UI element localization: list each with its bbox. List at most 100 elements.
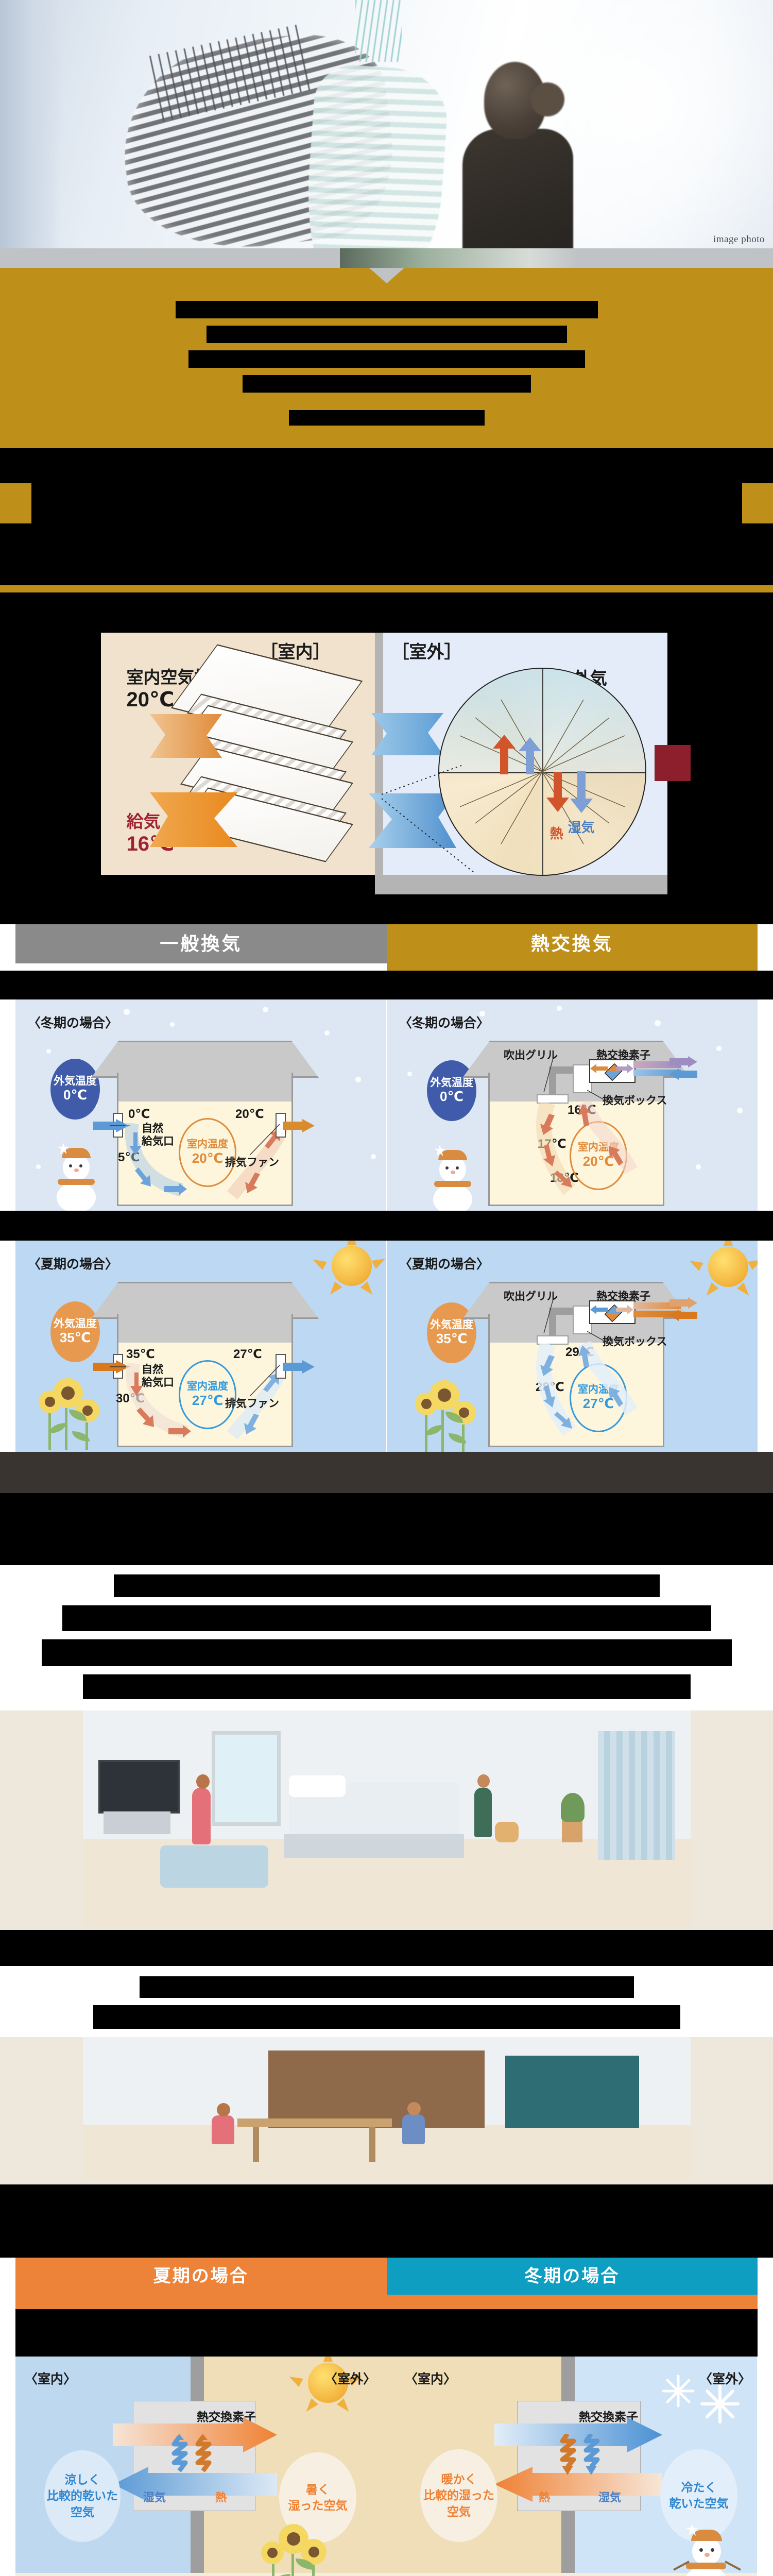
tab-heat-exchange-ventilation[interactable]: 熱交換気 [386, 924, 758, 971]
exchanger-magnifier: 熱 湿気 [438, 668, 646, 876]
summer-general-fan-caption: 排気ファン [225, 1398, 279, 1410]
winter-indoor-air-text: 暖かく比較的湿った空気 [423, 2472, 494, 2518]
winter-heatex-outlet-grill [537, 1094, 569, 1104]
summer-humidity-label: 湿気 [143, 2491, 166, 2504]
section-notch [369, 268, 404, 283]
season-tabs: 夏期の場合 冬期の場合 [15, 2258, 758, 2295]
hero-banner: image photo [0, 0, 773, 268]
heat-exchange-structure-diagram: ［室内］ ［室外］ 室内空気排出 20℃ 外気 0℃ 排気 4℃ 給気 16℃ [83, 606, 691, 894]
tab-summer-case[interactable]: 夏期の場合 [15, 2258, 387, 2295]
winter-general-intake-caption: 自然給気口 [142, 1123, 174, 1148]
summer-indoor-label: 〈室内〉 [25, 2372, 77, 2386]
winter-exchange-arrows [494, 2417, 662, 2502]
mid-copy-redacted-2 [113, 1574, 660, 1597]
magnifier-cell-lines [459, 699, 625, 844]
summer-general-room-temp: 室内温度 27℃ [179, 1360, 236, 1429]
winter-heatex-supply-flow [536, 1103, 576, 1195]
winter-heatex-panel: 〈冬期の場合〉 外気温度 0℃ 吹出グリル 熱交換素子 [387, 999, 758, 1211]
sun-icon [308, 2363, 348, 2403]
magnifier-redacted-tag [654, 745, 691, 781]
summer-general-house: 35℃ 自然給気口 30℃ 室内温度 27℃ [91, 1282, 319, 1447]
summer-heatex-room-temp: 室内温度 27℃ [570, 1363, 627, 1432]
hero-towel-tie [355, 0, 402, 62]
intro-body-redacted [0, 448, 773, 585]
summer-outdoor-label: 〈室外〉 [324, 2372, 376, 2386]
summer-general-intake-temp: 35℃ [126, 1347, 155, 1361]
summer-ground [15, 2573, 386, 2576]
winter-heatex-outdoor-arrows [669, 1056, 697, 1080]
summer-heatex-supply-flow [536, 1344, 576, 1436]
outdoor-label: ［室外］ [391, 642, 462, 662]
tab-general-ventilation[interactable]: 一般換気 [15, 924, 387, 963]
winter-heatex-element-arrows [590, 1064, 633, 1073]
winter-heatex-house: 吹出グリル 熱交換素子 換気ボックス [462, 1041, 697, 1206]
summer-heatex-house: 吹出グリル 熱交換素子 換気ボックス [462, 1282, 697, 1447]
summer-outdoor-air-bubble: 暑く湿った空気 [279, 2452, 356, 2543]
winter-general-panel: 〈冬期の場合〉 外気温度 0℃ 0℃ [15, 999, 386, 1211]
summer-heatex-grill-caption: 吹出グリル [504, 1291, 558, 1302]
tab-winter-case[interactable]: 冬期の場合 [386, 2258, 758, 2295]
snowman-icon [47, 1139, 104, 1211]
magnifier-heat-label: 熱 [549, 826, 563, 841]
supply-arrow [149, 792, 237, 847]
season-accent-bar [15, 2295, 758, 2309]
hero-left-gradient [0, 0, 62, 268]
winter-comparison-row: 〈冬期の場合〉 外気温度 0℃ 0℃ [15, 999, 758, 1211]
illustration-caption-redacted-2 [0, 2184, 773, 2218]
summer-general-outside-temp-badge: 外気温度 35℃ [50, 1301, 100, 1362]
hero-person-silhouette [453, 62, 587, 268]
summer-heatex-outdoor-arrows [669, 1297, 697, 1321]
mid-copy-redacted-3 [62, 1605, 711, 1631]
summer-exchange-arrows [113, 2417, 277, 2502]
summer-general-panel: 〈夏期の場合〉 外気温度 35℃ [15, 1241, 386, 1452]
winter-heat-label: 熱 [539, 2491, 551, 2504]
sunflower-icon [40, 1374, 112, 1451]
winter-humidity-label: 湿気 [598, 2491, 622, 2504]
summer-heatex-panel: 〈夏期の場合〉 外気温度 35℃ 吹出グ [387, 1241, 758, 1452]
magnifier-transfer-arrows [492, 735, 593, 813]
summer-indoor-air-text: 涼しく比較的乾いた空気 [47, 2473, 118, 2519]
sunflower-icon [262, 2520, 344, 2576]
season-copy-redacted [15, 2309, 758, 2357]
intro-section [0, 268, 773, 592]
indoor-exhaust-temp: 20℃ [126, 688, 175, 711]
winter-indoor-air-bubble: 暖かく比較的湿った空気 [420, 2449, 497, 2542]
winter-heatex-grill-caption: 吹出グリル [504, 1049, 558, 1061]
hero-bottom-bar-accent [340, 248, 577, 268]
winter-outdoor-air-bubble: 冷たく乾いた空気 [660, 2449, 737, 2542]
snowflake-icon [662, 2375, 695, 2408]
supply-label: 給気 [126, 812, 161, 831]
mid-copy-redacted-6 [139, 1976, 634, 1998]
magnifier-callout-lines [381, 764, 475, 873]
summer-heatex-vent-box [573, 1306, 592, 1334]
winter-heatex-return-flow [578, 1099, 638, 1174]
intro-heading-redacted [0, 301, 773, 426]
summer-outdoor-air-text: 暑く湿った空気 [288, 2482, 348, 2512]
winter-general-fan-caption: 排気ファン [225, 1157, 279, 1168]
hero-towel-secondary [301, 62, 451, 268]
winter-outdoor-label: 〈室外〉 [699, 2372, 751, 2386]
summer-general-season-caption: 〈夏期の場合〉 [28, 1257, 118, 1272]
summer-general-exhaust-temp: 27℃ [233, 1347, 262, 1361]
winter-general-cold-flow [125, 1123, 187, 1197]
winter-outdoor-air-text: 冷たく乾いた空気 [669, 2480, 729, 2510]
sunflower-icon [417, 1376, 489, 1452]
winter-transfer-wiggles [560, 2434, 600, 2475]
winter-general-exhaust-arrow [283, 1119, 315, 1132]
dining-room-illustration [82, 2037, 691, 2181]
outdoor-floor [379, 875, 667, 894]
room-illustration-section-2 [0, 2037, 773, 2218]
summer-transfer-wiggles [171, 2434, 212, 2472]
living-room-illustration [82, 1710, 691, 1927]
summer-general-intake-caption: 自然給気口 [142, 1364, 174, 1389]
ventilation-compare-tabs: 一般換気 熱交換気 [15, 924, 758, 971]
room-illustration-section-1 [0, 1710, 773, 1966]
summer-heatex-element-arrows [590, 1305, 633, 1314]
summer-comparison-row: 〈夏期の場合〉 外気温度 35℃ [15, 1241, 758, 1452]
sun-icon [708, 1247, 748, 1287]
indoor-exhaust-arrow [149, 714, 222, 758]
sun-icon [332, 1246, 372, 1286]
exhaust-arrow [368, 793, 456, 848]
summer-exchange-diagram: 〈室内〉 〈室外〉 熱交換素子 湿気 熱 涼しく比較的乾 [15, 2357, 386, 2576]
